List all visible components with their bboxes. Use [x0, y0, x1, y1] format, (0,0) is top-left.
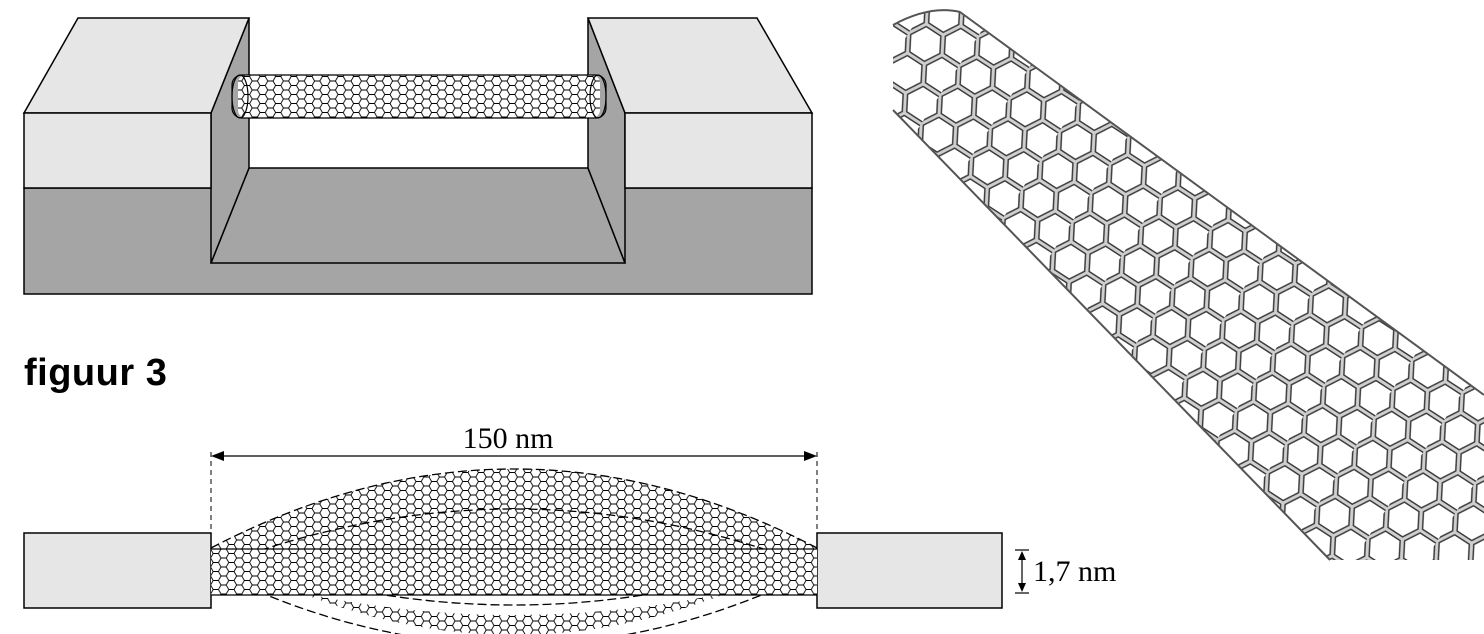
arrowhead-left: [211, 451, 224, 461]
diameter-label: 1,7 nm: [1033, 555, 1116, 588]
nanotube-3d-outline: [892, 9, 1484, 561]
nanotube-3d-rendering: [893, 10, 1484, 561]
device-3d: [22, 17, 814, 295]
right-electrode: [816, 532, 1003, 609]
nanotube-arc-lower: [211, 550, 817, 634]
nanotube-straight: [211, 548, 817, 596]
nanotube-arc-upper: [211, 469, 817, 568]
trench-floor: [209, 167, 627, 264]
left-electrode: [23, 532, 212, 609]
figure-label: figuur 3: [24, 352, 168, 394]
arrowhead-right: [804, 451, 817, 461]
nanotube-suspended: [231, 74, 607, 119]
left-block-front: [23, 112, 212, 189]
left-block-top: [22, 17, 251, 114]
length-label: 150 nm: [463, 422, 554, 455]
figure3-diagram: 150 nm 1,7 nm: [23, 422, 1116, 634]
right-block-front: [624, 112, 813, 189]
right-block-top: [586, 17, 814, 114]
